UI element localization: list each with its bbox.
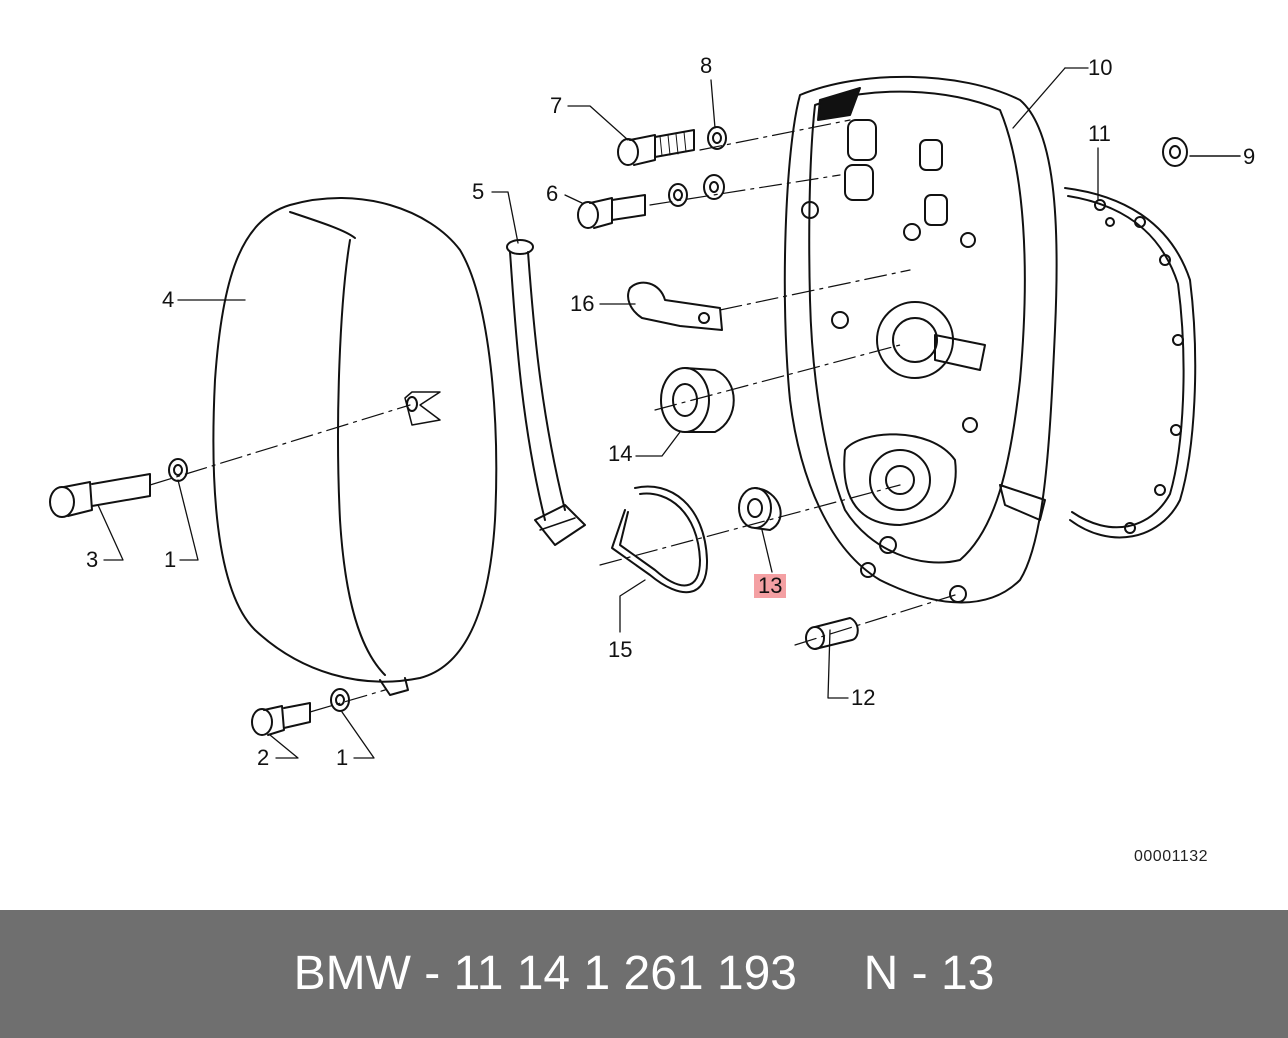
footer-bar: BMW - 11 14 1 261 193 N - 13: [0, 910, 1288, 1038]
callout-12: 12: [851, 685, 876, 710]
callout-10: 10: [1088, 55, 1113, 80]
part-14-seal: [660, 367, 735, 433]
callout-11: 11: [1088, 121, 1111, 146]
callout-14: 14: [608, 441, 633, 466]
part-6-bolt: [577, 174, 725, 229]
part-5-hose: [506, 239, 586, 546]
leader-lines: [97, 67, 1099, 759]
exploded-parts-diagram: 1 1 2 3 4 5 6 7 8 9 10 11 12 13 14 15 16…: [49, 53, 1256, 865]
part-2-screw: [251, 702, 311, 736]
part-16-clamp: [627, 281, 723, 331]
part-10-housing: [783, 75, 1058, 604]
callout-4: 4: [162, 287, 175, 312]
callout-15: 15: [608, 637, 633, 662]
callout-3: 3: [86, 547, 99, 572]
part-9-washer: [1162, 137, 1241, 167]
part-1-washer-lower: [330, 688, 350, 712]
drawing-number: 00001132: [1134, 848, 1208, 865]
callout-13-highlighted: 13: [754, 574, 787, 598]
callout-2: 2: [257, 745, 270, 770]
part-13-ring: [738, 487, 782, 531]
callout-9: 9: [1243, 144, 1256, 169]
callout-1: 1: [336, 745, 349, 770]
diagram-drawing: [49, 67, 1241, 759]
part-11-gasket: [1064, 187, 1197, 539]
part-15-loop: [611, 485, 709, 594]
callout-7: 7: [550, 93, 563, 118]
callout-5: 5: [472, 179, 485, 204]
part-12-sleeve: [805, 617, 859, 650]
callout-16: 16: [570, 291, 595, 316]
part-number-caption: BMW - 11 14 1 261 193 N - 13: [293, 947, 995, 1000]
callout-8: 8: [700, 53, 713, 78]
part-4-cover: [212, 197, 498, 696]
callout-1: 1: [164, 547, 177, 572]
part-8-washer: [707, 126, 727, 150]
callout-6: 6: [546, 181, 559, 206]
assembly-axis-lines: [149, 119, 956, 713]
part-7-bolt: [617, 129, 695, 166]
part-1-washer-upper: [168, 458, 188, 482]
